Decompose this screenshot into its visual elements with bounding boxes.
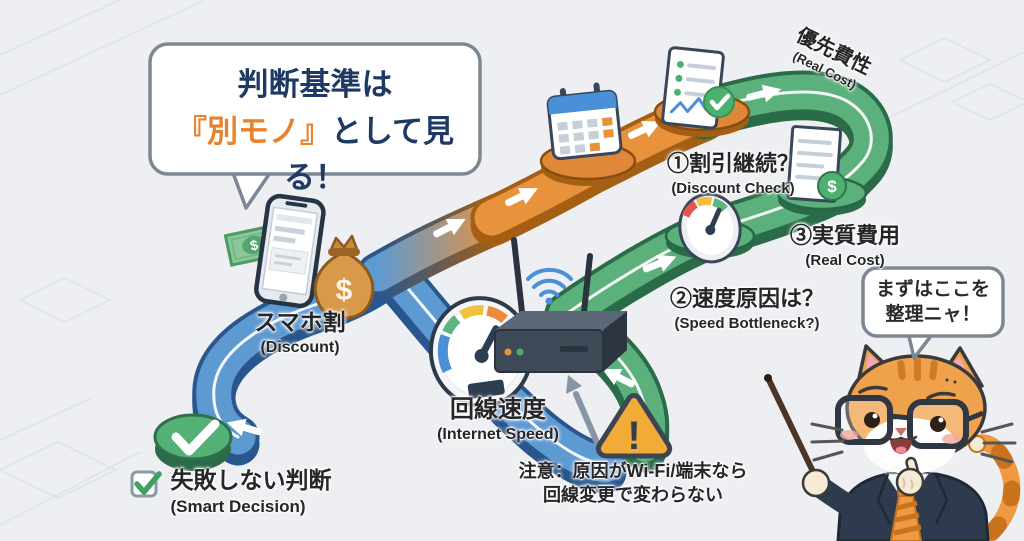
wifi-icon [526,268,573,297]
node-discount-en: (Discount) [260,338,340,356]
step-1-label: ①割引継続？ (Discount Check) [633,150,833,198]
banknote-dollar-icon: $ [249,236,260,253]
cat-bubble-line2: 整理ニャ！ [885,303,981,325]
main-bubble-line2: 『別モノ』として見る！ [150,109,480,202]
warning-text: 注意：原因がWi-Fi/端末なら 回線変更で変わらない [483,459,783,508]
small-gauge-icon [678,192,742,264]
step-3-label: ③実質費用 (Real Cost) [745,222,945,270]
step-3-en: (Real Cost) [805,251,885,269]
main-bubble-highlight: 『別モノ』 [175,113,331,149]
pointer-stick [765,375,821,485]
router-icon [494,237,627,373]
warning-line1: 注意：原因がWi-Fi/端末なら [518,461,748,481]
node-discount-jp: スマホ割 [254,309,346,335]
node-discount-label: スマホ割 (Discount) [200,308,400,359]
cat-whiskers [810,422,1017,464]
receipt-dollar-icon: $ [827,177,837,196]
node-decision-label: 失敗しない判断 (Smart Decision) [118,466,358,518]
exclamation-mark: ! [627,414,640,458]
receipt-icon: $ [786,125,847,203]
cat-right-paw [895,456,925,497]
step-2-label: ②速度原因は？ (Speed Bottleneck?) [647,285,847,333]
node-speed-label: 回線速度 (Internet Speed) [398,394,598,446]
main-bubble-line1: 判断基準は [237,67,393,102]
node-decision-jp: 失敗しない判断 [170,467,332,493]
goal-check-circle [153,413,233,471]
cat-left-paw [801,468,831,498]
step-2-jp: ②速度原因は？ [669,286,824,311]
node-speed-en: (Internet Speed) [437,426,559,444]
background-pattern [0,0,1024,526]
main-bubble-rest: として見る！ [284,113,455,196]
step-1-jp: ①割引継続？ [666,151,799,176]
cat-bubble-line1: まずはここを [875,279,990,300]
checkbox-icon [130,470,162,498]
step-1-en: (Discount Check) [671,179,795,197]
calendar-icon [546,82,623,161]
checklist-icon [661,46,735,130]
phone-icon [254,193,326,309]
money-bag-icon: $ [313,234,375,320]
node-speed-jp: 回線速度 [450,396,546,423]
warning-line2: 回線変更で変わらない [543,485,723,506]
cat-mascot [764,344,1021,541]
warning-icon: ! [595,393,673,459]
cat-speech-bubble [861,266,1005,360]
money-bag-dollar-icon: $ [336,274,353,307]
node-decision-en: (Smart Decision) [170,496,306,516]
main-speech-bubble [148,42,482,210]
cat-bubble-text: まずはここを 整理ニャ！ [863,278,1003,327]
pointer-arrow-icon [566,375,601,448]
main-bubble-text: 判断基準は 『別モノ』として見る！ [150,62,480,202]
cat-head [810,344,1017,474]
step-3-jp: ③実質費用 [789,223,900,248]
step-2-en: (Speed Bottleneck?) [674,314,820,332]
